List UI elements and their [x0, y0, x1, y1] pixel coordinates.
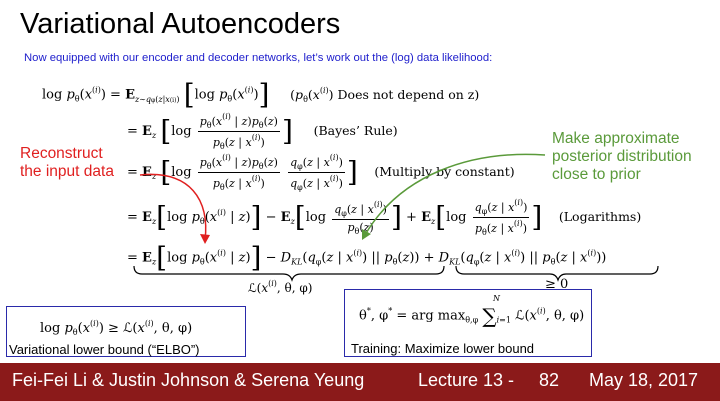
red-annotation: Reconstruct the input data — [20, 145, 114, 180]
red-arrow — [139, 173, 207, 241]
elbo-inequality: log pθ(x(i)) ≥ ℒ(x(i), θ, φ) — [40, 319, 193, 337]
equation-line-2: = Ez [log pθ(x(i) | z)pθ(z)pθ(z | x(i))]… — [127, 112, 398, 151]
equation-line-3: = Ez [log pθ(x(i) | z)pθ(z)pθ(z | x(i)) … — [127, 153, 515, 192]
footer-lecture: Lecture 13 - — [418, 370, 515, 390]
note-line-1: Does not depend on z — [337, 86, 475, 102]
footer-date: May 18, 2017 — [589, 370, 699, 390]
slide-title: Variational Autoencoders — [20, 8, 341, 40]
slide-subtitle: Now equipped with our encoder and decode… — [24, 52, 493, 64]
red-arrowhead — [200, 234, 210, 244]
training-box: θ*, φ* = arg maxθ,φ ∑i=1 ℒ(x(i), θ, φ) N… — [344, 289, 592, 357]
elbo-label: Variational lower bound (“ELBO”) — [9, 342, 200, 357]
note-line-4: (Logarithms) — [558, 209, 642, 224]
note-line-2: (Bayes’ Rule) — [313, 123, 398, 138]
sum-upper-limit: N — [493, 294, 500, 303]
equation-line-1: log pθ(x(i)) = Ez∼qφ(z|x(i)) [log pθ(x(i… — [42, 78, 480, 111]
green-arrow — [364, 153, 546, 236]
footer-authors: Fei-Fei Li & Justin Johnson & Serena Yeu… — [12, 370, 365, 390]
training-objective: θ*, φ* = arg maxθ,φ ∑i=1 ℒ(x(i), θ, φ) — [359, 304, 585, 328]
underbrace-elbo-label: ℒ(x(i), θ, φ) — [248, 279, 313, 295]
equation-line-5: = Ez[log pθ(x(i) | z)] − DKL(qφ(z | x(i)… — [127, 241, 607, 274]
underbrace-kl-label: ≥ 0 — [545, 277, 569, 292]
green-arrowhead — [362, 229, 371, 240]
training-label: Training: Maximize lower bound — [351, 341, 535, 356]
underbrace-kl — [455, 265, 659, 282]
footer-page: 82 — [539, 370, 560, 390]
elbo-box: log pθ(x(i)) ≥ ℒ(x(i), θ, φ) Variational… — [6, 306, 246, 357]
underbrace-elbo — [133, 265, 445, 282]
green-annotation: Make approximate posterior distribution … — [552, 130, 692, 183]
footer-bar: Fei-Fei Li & Justin Johnson & Serena Yeu… — [0, 363, 720, 401]
equation-line-4: = Ez[log pθ(x(i) | z)] − Ez[log qφ(z | x… — [127, 198, 642, 237]
note-line-3: (Multiply by constant) — [374, 164, 515, 179]
